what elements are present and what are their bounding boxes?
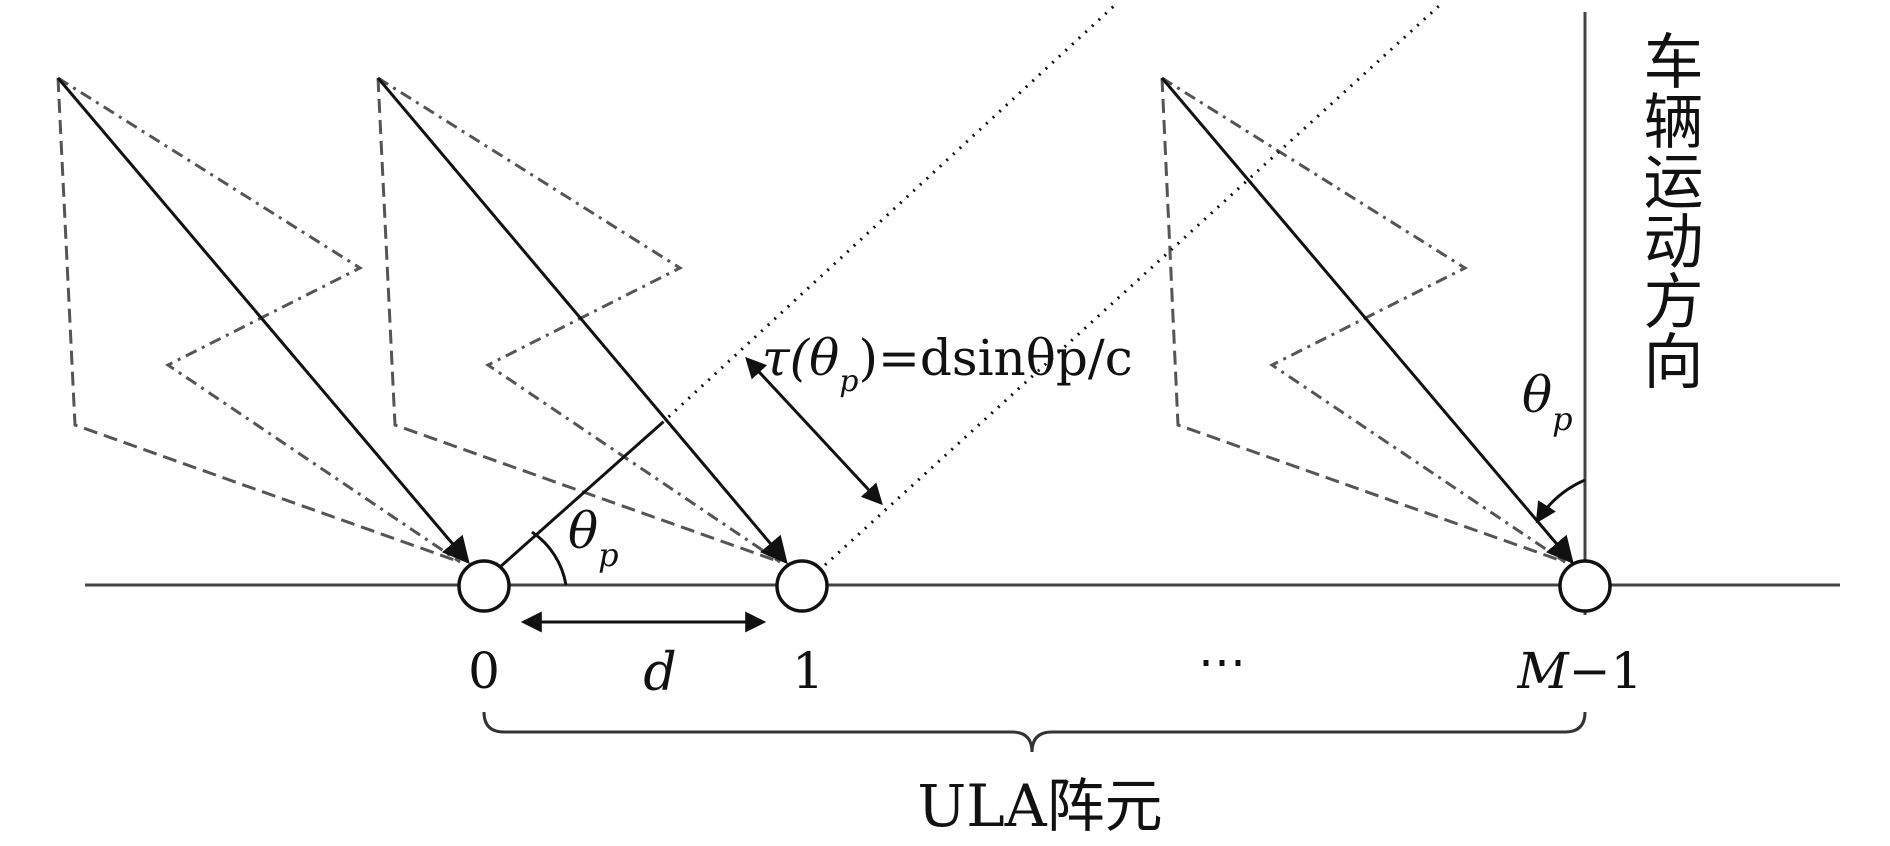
beam-outline-dash-0 bbox=[57, 76, 461, 564]
beam-group-last bbox=[1160, 76, 1574, 565]
array-element-last bbox=[1558, 559, 1612, 613]
angle-arc-last bbox=[1535, 478, 1586, 524]
angle-label-last: θp bbox=[1522, 366, 1573, 438]
projection-line bbox=[499, 421, 663, 569]
beam-outline-dashdot-0 bbox=[56, 77, 461, 564]
beam-outline-dashdot-1 bbox=[376, 77, 781, 564]
angle-label-last-sub: p bbox=[1552, 400, 1572, 438]
element-label-0: 0 bbox=[468, 642, 500, 700]
wavefront-dotted-1 bbox=[823, 3, 1442, 567]
ellipsis-label: ⋯ bbox=[1198, 634, 1246, 690]
element-label-last-m: M bbox=[1517, 642, 1571, 700]
angle-label-0-theta: θ bbox=[568, 502, 598, 560]
beam-outline-dash-1 bbox=[377, 76, 781, 564]
delay-formula: τ(θp)=dsinθp/c bbox=[762, 329, 1133, 399]
element-label-last-suffix: −1 bbox=[1569, 642, 1643, 700]
delay-formula-tau: τ(θ bbox=[762, 329, 839, 387]
spacing-label: d bbox=[643, 643, 676, 703]
angle-arc-0 bbox=[531, 530, 568, 586]
angle-label-0: θp bbox=[568, 502, 619, 574]
wavefront-dotted-0 bbox=[660, 3, 1117, 425]
beam-outline-dash-last bbox=[1161, 76, 1566, 564]
element-label-1: 1 bbox=[792, 642, 824, 700]
beam-outline-dashdot-last bbox=[1160, 77, 1566, 564]
incident-ray-1 bbox=[376, 77, 788, 565]
array-element-0 bbox=[457, 559, 511, 613]
vehicle-direction-label: 车辆运动方向 bbox=[1633, 30, 1703, 390]
angle-label-last-theta: θ bbox=[1522, 366, 1552, 424]
array-caption: ULA阵元 bbox=[917, 772, 1162, 840]
array-brace bbox=[482, 711, 1587, 753]
delay-arrow bbox=[745, 356, 883, 506]
array-element-1 bbox=[775, 559, 829, 613]
delay-formula-rest: )=dsinθp/c bbox=[859, 329, 1133, 387]
beam-group-1 bbox=[376, 76, 788, 565]
angle-label-0-sub: p bbox=[598, 536, 618, 574]
incident-ray-0 bbox=[56, 77, 470, 565]
delay-formula-sub: p bbox=[839, 364, 858, 399]
beam-group-0 bbox=[56, 76, 470, 565]
element-label-last: M−1 bbox=[1517, 642, 1643, 700]
incident-ray-last bbox=[1160, 77, 1574, 565]
